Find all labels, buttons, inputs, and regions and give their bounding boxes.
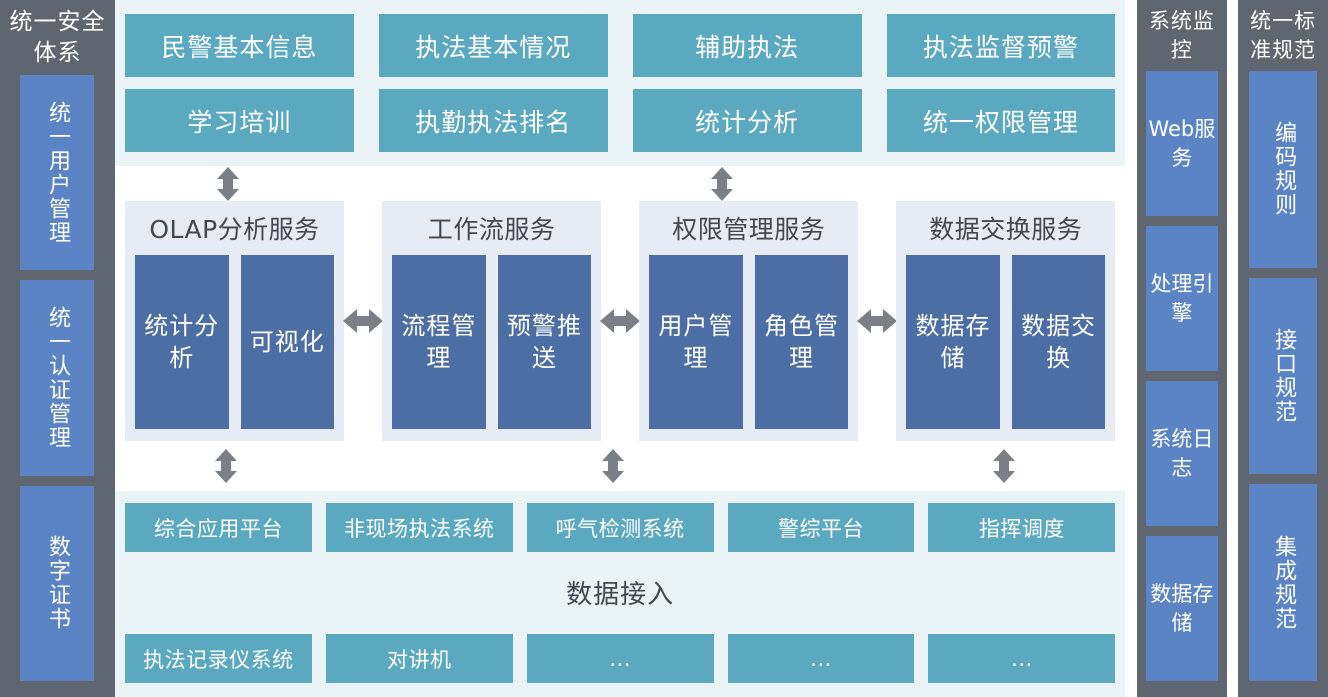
- data-box-police-integrated-platform[interactable]: 警综平台: [727, 503, 915, 552]
- system-monitor-title: 系统监控: [1148, 9, 1215, 62]
- center-stack: 民警基本信息 执法基本情况 辅助执法 执法监督预警 学习培训 执勤执法排名 统计…: [114, 0, 1126, 697]
- service-box-statistical-analysis[interactable]: 统计分析: [134, 255, 229, 429]
- service-panel-title: 工作流服务: [427, 215, 556, 244]
- app-box-duty-enforcement-ranking[interactable]: 执勤执法排名: [378, 89, 608, 152]
- service-panel-data-exchange: 数据交换服务 数据存储 数据交换: [896, 201, 1116, 441]
- service-box-process-mgmt[interactable]: 流程管理: [392, 255, 486, 429]
- sidebar-item-label: 数字证书: [44, 535, 70, 632]
- data-box-placeholder-3[interactable]: ...: [928, 634, 1116, 683]
- app-box-police-basic-info[interactable]: 民警基本信息: [124, 14, 354, 77]
- application-row-2: 学习培训 执勤执法排名 统计分析 统一权限管理: [124, 89, 1116, 152]
- service-panel-permission: 权限管理服务 用户管理 角色管理: [639, 201, 859, 441]
- connector-band-service-data: [114, 441, 1126, 491]
- data-box-integrated-app-platform[interactable]: 综合应用平台: [124, 503, 312, 552]
- service-box-visualization[interactable]: 可视化: [240, 255, 335, 429]
- service-box-data-exchange[interactable]: 数据交换: [1011, 255, 1106, 429]
- arrow-app-to-permission-icon: [711, 166, 734, 201]
- monitor-item-data-storage[interactable]: 数据存储: [1145, 536, 1218, 681]
- arrow-exchange-to-data-icon: [993, 449, 1016, 483]
- sidebar-item-label: 统一认证管理: [44, 305, 70, 450]
- standards-item-integration-spec[interactable]: 集成规范: [1249, 484, 1318, 682]
- monitor-item-processing-engine[interactable]: 处理引擎: [1145, 226, 1218, 371]
- service-panel-workflow: 工作流服务 流程管理 预警推送: [382, 201, 602, 441]
- data-box-breath-test-system[interactable]: 呼气检测系统: [526, 503, 714, 552]
- system-monitor-sidebar: 系统监控 Web服务 处理引擎 系统日志 数据存储: [1137, 0, 1227, 697]
- service-panel-boxes: 用户管理 角色管理: [649, 255, 849, 431]
- sidebar-item-unified-user-mgmt[interactable]: 统一用户管理: [20, 75, 95, 271]
- sidebar-divider-2: [1226, 0, 1239, 697]
- arrow-workflow-to-data-icon: [602, 449, 625, 483]
- service-panel-title: 权限管理服务: [672, 215, 826, 244]
- connector-slot-olap-workflow: [343, 201, 384, 441]
- app-box-enforcement-basics[interactable]: 执法基本情况: [378, 14, 608, 77]
- standards-item-label: 接口规范: [1271, 328, 1297, 424]
- connector-band-app-service: [114, 166, 1126, 201]
- data-box-offsite-enforcement-system[interactable]: 非现场执法系统: [325, 503, 513, 552]
- arrow-permission-to-exchange-icon: [857, 309, 898, 333]
- service-panel-boxes: 流程管理 预警推送: [392, 255, 592, 431]
- data-access-layer: 综合应用平台 非现场执法系统 呼气检测系统 警综平台 指挥调度 数据接入 执法记…: [114, 491, 1126, 697]
- app-box-assisted-enforcement[interactable]: 辅助执法: [632, 14, 862, 77]
- service-box-data-storage[interactable]: 数据存储: [906, 255, 1000, 429]
- connector-slot-workflow-permission: [600, 201, 641, 441]
- standards-item-label: 编码规则: [1271, 121, 1297, 218]
- arrow-workflow-to-permission-icon: [600, 309, 641, 333]
- arrow-olap-to-data-icon: [215, 449, 238, 483]
- service-box-role-mgmt[interactable]: 角色管理: [754, 255, 849, 429]
- standards-sidebar: 统一标准规范 编码规则 接口规范 集成规范: [1238, 0, 1328, 697]
- data-box-command-dispatch[interactable]: 指挥调度: [928, 503, 1116, 552]
- left-sidebar-title: 统一安全体系: [9, 9, 106, 66]
- sidebar-item-digital-certificate[interactable]: 数字证书: [20, 485, 95, 681]
- service-layer: OLAP分析服务 统计分析 可视化 工作流服务 流程管理 预警推送: [114, 201, 1126, 441]
- data-box-placeholder-2[interactable]: ...: [727, 634, 915, 683]
- service-panel-boxes: 数据存储 数据交换: [906, 255, 1106, 431]
- standards-item-label: 集成规范: [1271, 534, 1297, 631]
- monitor-item-web-service[interactable]: Web服务: [1145, 71, 1218, 216]
- application-layer: 民警基本信息 执法基本情况 辅助执法 执法监督预警 学习培训 执勤执法排名 统计…: [114, 0, 1126, 166]
- service-panel-olap: OLAP分析服务 统计分析 可视化: [124, 201, 345, 441]
- arrow-app-to-olap-icon: [217, 166, 240, 201]
- standards-item-coding-rules[interactable]: 编码规则: [1249, 71, 1318, 268]
- monitor-item-system-log[interactable]: 系统日志: [1145, 381, 1218, 526]
- app-box-statistical-analysis[interactable]: 统计分析: [632, 89, 862, 152]
- sidebar-divider-1: [1125, 0, 1138, 697]
- arrow-olap-to-workflow-icon: [343, 309, 384, 333]
- service-box-alert-push[interactable]: 预警推送: [497, 255, 592, 429]
- left-sidebar: 统一安全体系 统一用户管理 统一认证管理 数字证书: [0, 0, 115, 697]
- application-row-1: 民警基本信息 执法基本情况 辅助执法 执法监督预警: [124, 14, 1116, 77]
- service-panel-title: OLAP分析服务: [149, 215, 320, 244]
- connector-slot-permission-exchange: [857, 201, 898, 441]
- app-box-learning-training[interactable]: 学习培训: [124, 89, 354, 152]
- data-row-top: 综合应用平台 非现场执法系统 呼气检测系统 警综平台 指挥调度: [124, 503, 1116, 552]
- standards-sidebar-title: 统一标准规范: [1250, 9, 1317, 62]
- sidebar-item-label: 统一用户管理: [44, 100, 70, 245]
- data-row-bottom: 执法记录仪系统 对讲机 ... ... ...: [124, 634, 1116, 683]
- data-layer-caption: 数据接入: [566, 579, 675, 610]
- sidebar-item-unified-auth-mgmt[interactable]: 统一认证管理: [20, 280, 95, 476]
- data-box-walkie-talkie[interactable]: 对讲机: [325, 634, 513, 683]
- data-box-law-enforcement-recorder-system[interactable]: 执法记录仪系统: [124, 634, 312, 683]
- standards-item-interface-spec[interactable]: 接口规范: [1249, 277, 1318, 475]
- app-box-enforcement-supervision-alert[interactable]: 执法监督预警: [886, 14, 1116, 77]
- data-box-placeholder-1[interactable]: ...: [526, 634, 714, 683]
- service-panel-title: 数据交换服务: [929, 215, 1083, 244]
- service-box-user-mgmt[interactable]: 用户管理: [649, 255, 743, 429]
- app-box-unified-permission-mgmt[interactable]: 统一权限管理: [886, 89, 1116, 152]
- service-panel-boxes: 统计分析 可视化: [134, 255, 335, 431]
